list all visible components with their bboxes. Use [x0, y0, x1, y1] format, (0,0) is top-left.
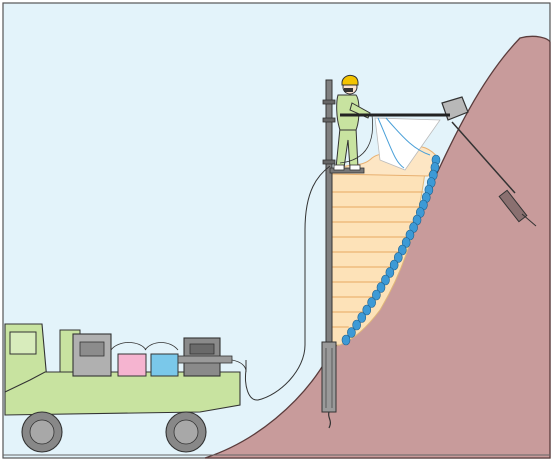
blue-dot — [342, 335, 350, 345]
